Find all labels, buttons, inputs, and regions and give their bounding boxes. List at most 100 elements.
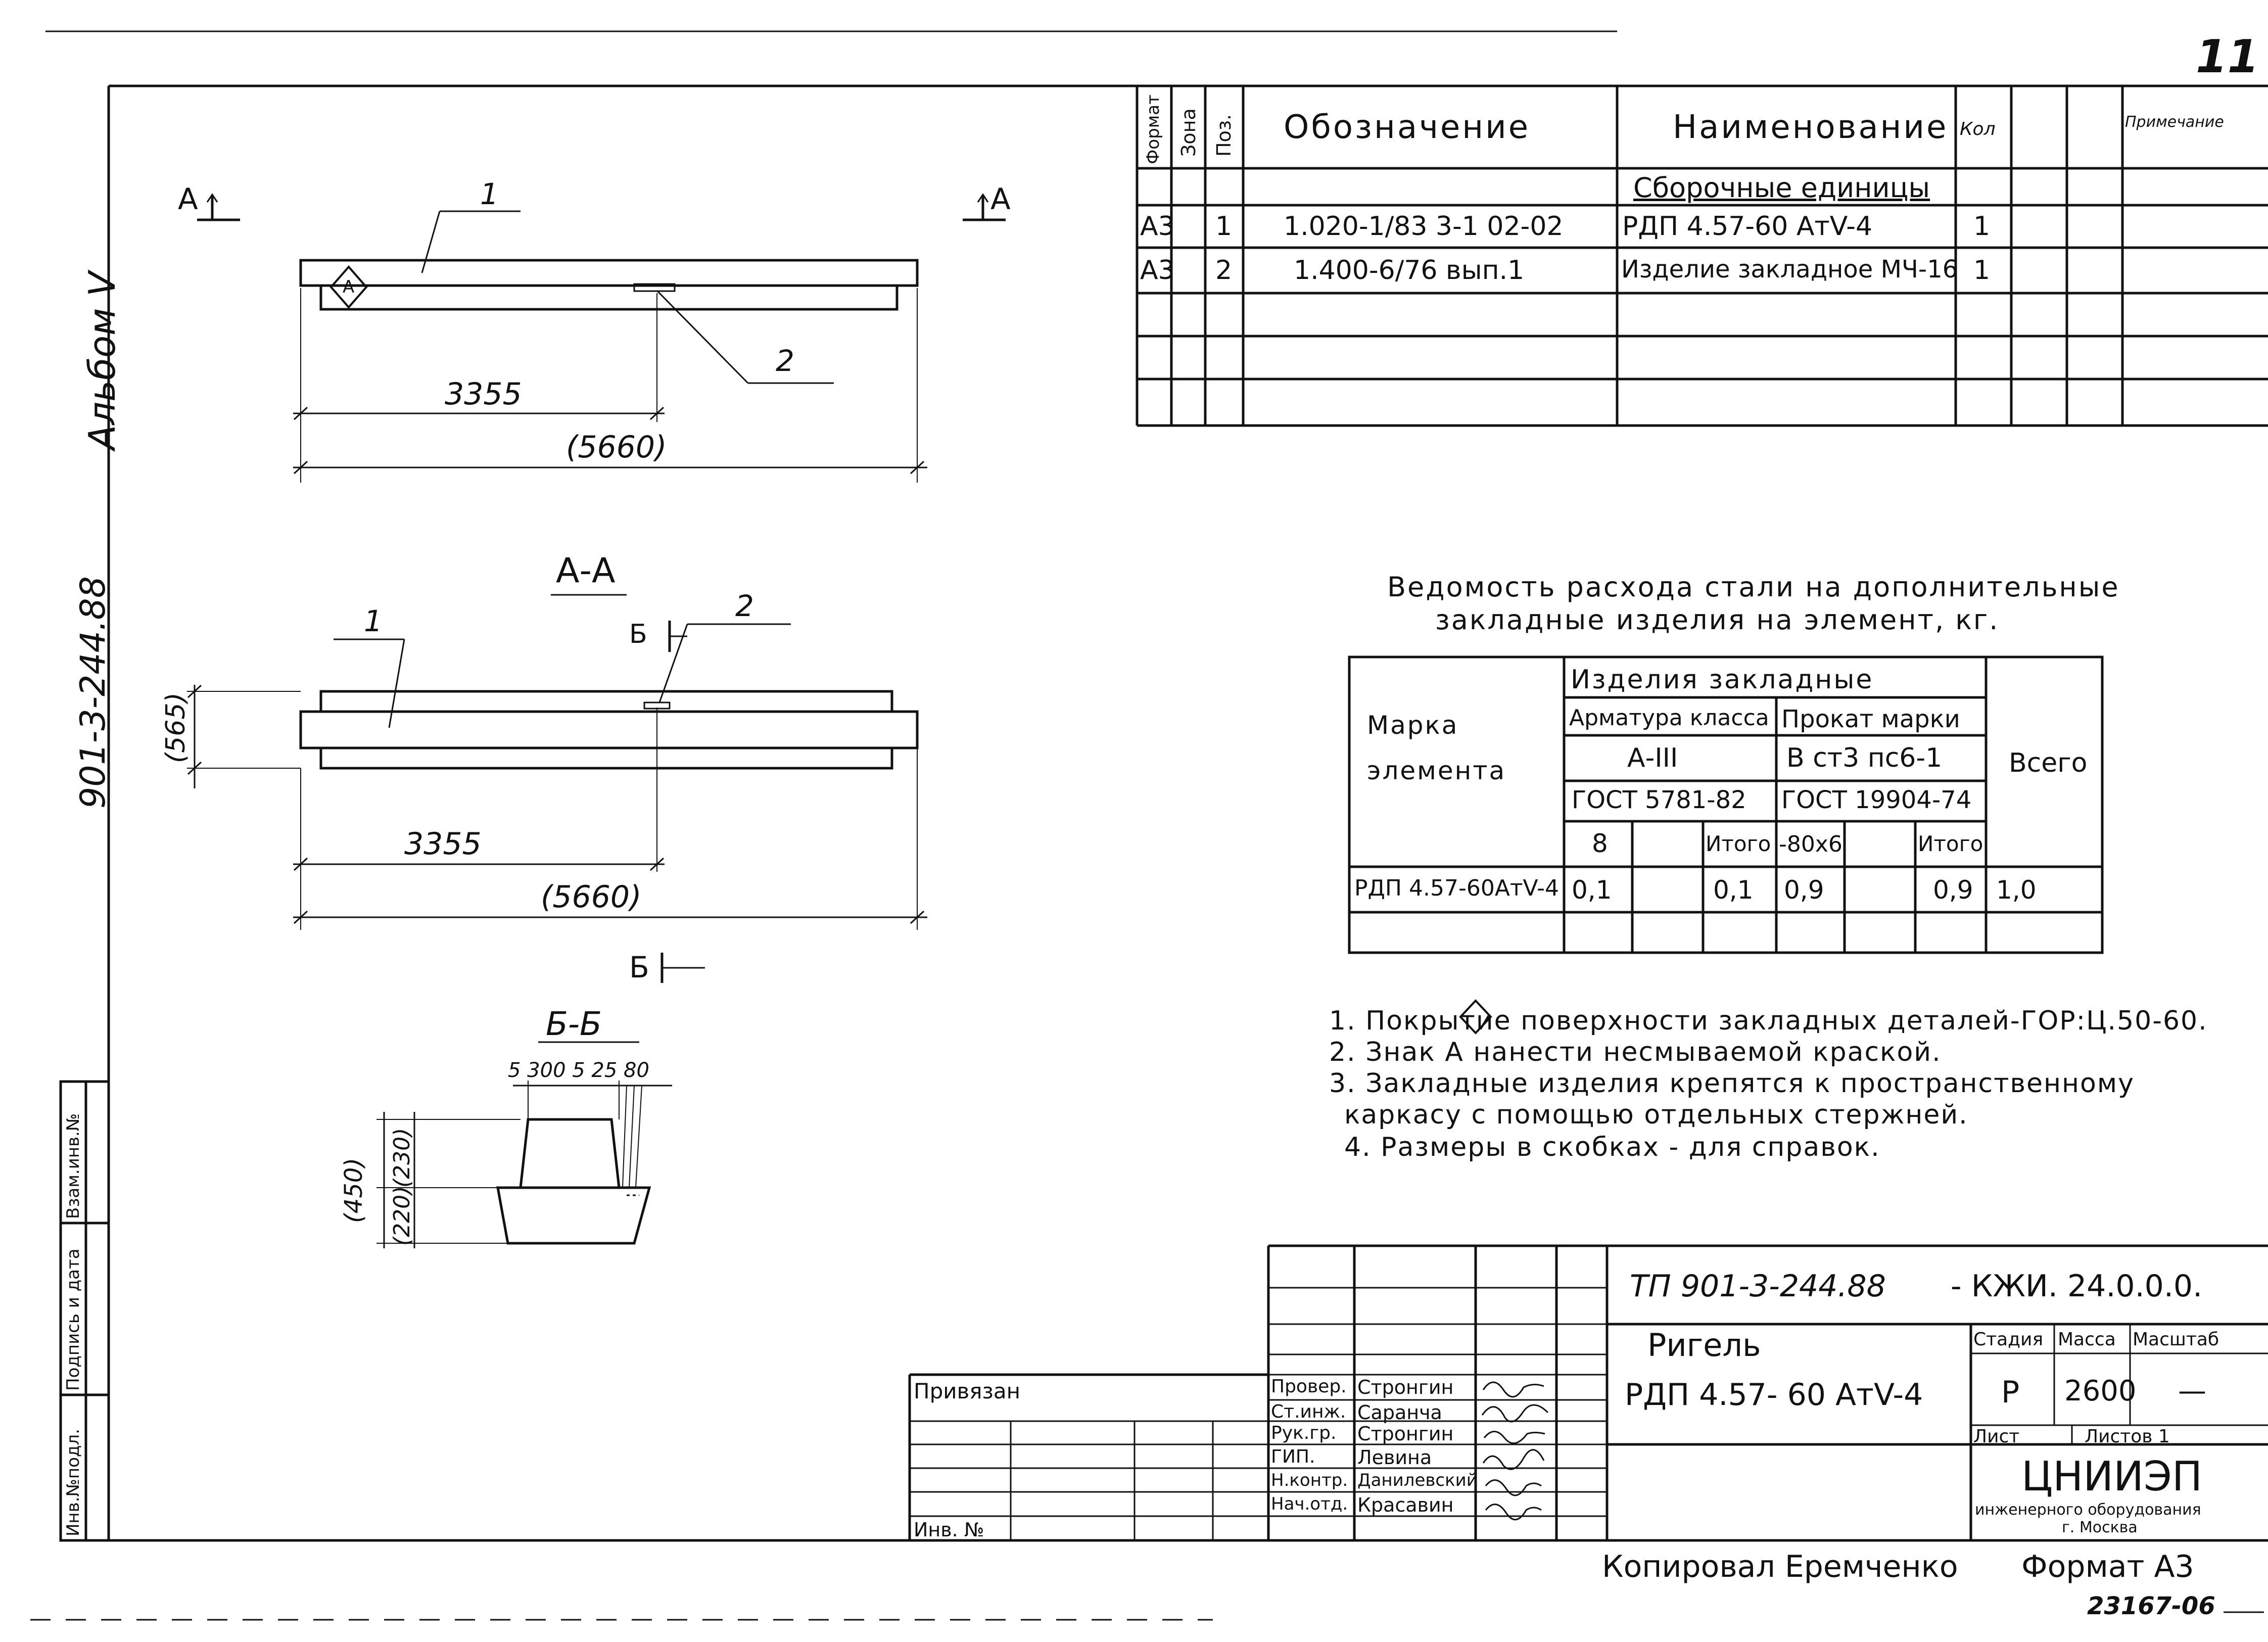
section-aa-title: А-А xyxy=(556,551,616,591)
top-view-leader-1: 1 xyxy=(480,177,499,211)
strip-vzam-inv: Взам.инв.№ xyxy=(63,1113,83,1219)
spec-header-qty: Кол xyxy=(1960,119,1996,139)
sheets-label: Листов 1 xyxy=(2085,1426,2170,1447)
signer-role-5: Н.контр. xyxy=(1271,1470,1348,1490)
steel-prokat-grade: В ст3 пс6-1 xyxy=(1786,743,1943,773)
steel-gost-prokat: ГОСТ 19904-74 xyxy=(1781,786,1972,814)
spec-row-2-pos: 2 xyxy=(1215,255,1233,286)
steel-table-title-1: Ведомость расхода стали на дополнительны… xyxy=(1387,571,2120,603)
item-name-line-1: Ригель xyxy=(1647,1327,1761,1364)
strip-podpis-data: Подпись и дата xyxy=(63,1248,83,1391)
archive-number: 23167-06 xyxy=(2087,1592,2215,1620)
spec-section-title: Сборочные единицы xyxy=(1633,172,1930,204)
steel-row-total: 1,0 xyxy=(1996,875,2037,905)
section-bb-dim-230: (230) xyxy=(389,1128,415,1188)
album-label: Альбом V xyxy=(81,271,123,450)
steel-table-title-2: закладные изделия на элемент, кг. xyxy=(1435,604,2000,636)
spec-row-1-qty: 1 xyxy=(1973,211,1991,242)
section-aa-leader-1: 1 xyxy=(364,604,383,638)
page-number: 11 xyxy=(2196,30,2259,83)
item-name-line-2: РДП 4.57- 60 АтV-4 xyxy=(1625,1377,1923,1413)
steel-sub-8: 8 xyxy=(1592,829,1608,858)
org-subtitle-1: инженерного оборудования xyxy=(1975,1501,2201,1519)
scale-value: — xyxy=(2178,1375,2206,1408)
steel-hdr-armature: Арматура класса xyxy=(1569,705,1769,731)
steel-hdr-mark: Марка элемента xyxy=(1367,711,1506,785)
spec-header-designation: Обозначение xyxy=(1284,109,1531,146)
signer-name-2: Саранча xyxy=(1357,1401,1442,1424)
org-subtitle-2: г. Москва xyxy=(2062,1519,2138,1536)
top-view-dim-5660: (5660) xyxy=(566,430,667,465)
format-label: Формат А3 xyxy=(2021,1549,2194,1584)
top-view-dim-3355: 3355 xyxy=(445,377,522,412)
org-name: ЦНИИЭП xyxy=(2021,1453,2202,1500)
spec-row-2-qty: 1 xyxy=(1973,255,1991,286)
spec-row-1-name: РДП 4.57-60 АтV-4 xyxy=(1622,211,1873,242)
top-view-leader-2: 2 xyxy=(776,344,794,378)
spec-header-note: Примечание xyxy=(2125,113,2224,131)
inv-no-label: Инв. № xyxy=(914,1519,984,1541)
signer-role-2: Ст.инж. xyxy=(1271,1401,1346,1422)
steel-hdr-prokat: Прокат марки xyxy=(1781,705,1960,733)
spec-header-zone: Зона xyxy=(1177,108,1200,157)
steel-row-80x6: 0,9 xyxy=(1784,875,1824,905)
signer-role-3: Рук.гр. xyxy=(1271,1423,1337,1443)
signatures-scribble xyxy=(1481,1381,1549,1521)
signer-role-4: ГИП. xyxy=(1271,1446,1315,1467)
note-1: 1. Покрытие поверхности закладных детале… xyxy=(1329,1006,2208,1036)
cut-b-top-label: Б xyxy=(629,619,647,649)
spec-row-1-format: А3 xyxy=(1140,211,1175,242)
copied-by: Копировал Еремченко xyxy=(1602,1549,1958,1584)
spec-row-1-designation: 1.020-1/83 3-1 02-02 xyxy=(1284,211,1564,242)
steel-sub-itogo-2: Итого xyxy=(1918,831,1983,856)
signer-name-4: Левина xyxy=(1357,1446,1432,1469)
steel-row-itogo-1: 0,1 xyxy=(1713,875,1754,905)
section-aa-dim-5660: (5660) xyxy=(541,879,642,915)
sheet-label: Лист xyxy=(1973,1426,2020,1447)
stage-value: Р xyxy=(2001,1375,2020,1410)
signer-role-1: Провер. xyxy=(1271,1376,1347,1397)
note-3-cont: каркасу с помощью отдельных стержней. xyxy=(1344,1100,1968,1130)
steel-row-8: 0,1 xyxy=(1572,875,1612,905)
stage-label: Стадия xyxy=(1973,1329,2044,1350)
steel-sub-80x6: -80x6 xyxy=(1779,831,1842,857)
steel-gost-armature: ГОСТ 5781-82 xyxy=(1572,786,1746,814)
mass-value: 2600 xyxy=(2064,1375,2137,1408)
section-bb-dims-top: 5 300 5 25 80 xyxy=(508,1059,649,1082)
note-2: 2. Знак А нанести несмываемой краской. xyxy=(1329,1037,1942,1067)
spec-header-format: Формат xyxy=(1143,95,1163,164)
steel-hdr-items: Изделия закладные xyxy=(1571,665,1874,695)
spec-header-name: Наименование xyxy=(1673,109,1949,146)
steel-hdr-total: Всего xyxy=(2009,748,2088,778)
spec-row-2-format: А3 xyxy=(1140,255,1175,286)
section-aa-leader-2: 2 xyxy=(735,589,754,623)
spec-row-1-pos: 1 xyxy=(1215,211,1233,242)
signer-name-5: Данилевский xyxy=(1357,1470,1478,1490)
spec-header-pos: Поз. xyxy=(1213,114,1235,157)
scale-label: Масштаб xyxy=(2133,1329,2219,1350)
strip-inv-podl: Инв.№подл. xyxy=(63,1429,83,1536)
note-3: 3. Закладные изделия крепятся к простран… xyxy=(1329,1068,2135,1099)
steel-row-itogo-2: 0,9 xyxy=(1933,875,1973,905)
section-bb-dim-450: (450) xyxy=(340,1157,368,1223)
mark-a-top-view: А xyxy=(343,277,355,297)
steel-row-mark: РДП 4.57-60АтV-4 xyxy=(1354,875,1559,901)
privyazan-label: Привязан xyxy=(914,1379,1021,1403)
steel-armature-class: А-III xyxy=(1627,743,1678,773)
section-aa-dim-3355: 3355 xyxy=(404,826,482,862)
signer-name-3: Стронгин xyxy=(1357,1423,1454,1445)
project-code-vertical: 901-3-244.88 xyxy=(73,576,113,809)
spec-row-2-name: Изделие закладное МЧ-16 xyxy=(1621,255,1958,284)
cut-b-bottom-label: Б xyxy=(629,950,649,984)
doc-code-suffix: - КЖИ. 24.0.0.0. xyxy=(1951,1269,2203,1304)
signer-name-6: Красавин xyxy=(1357,1494,1454,1516)
signer-role-6: Нач.отд. xyxy=(1271,1494,1348,1514)
note-4: 4. Размеры в скобках - для справок. xyxy=(1344,1132,1880,1162)
steel-sub-itogo-1: Итого xyxy=(1706,831,1771,856)
section-bb-dim-220: (220) xyxy=(389,1186,415,1246)
mass-label: Масса xyxy=(2058,1329,2116,1350)
section-aa-dim-565: (565) xyxy=(161,692,191,763)
doc-code: ТП 901-3-244.88 xyxy=(1630,1269,1886,1304)
cut-a-left-label: А xyxy=(178,182,198,216)
